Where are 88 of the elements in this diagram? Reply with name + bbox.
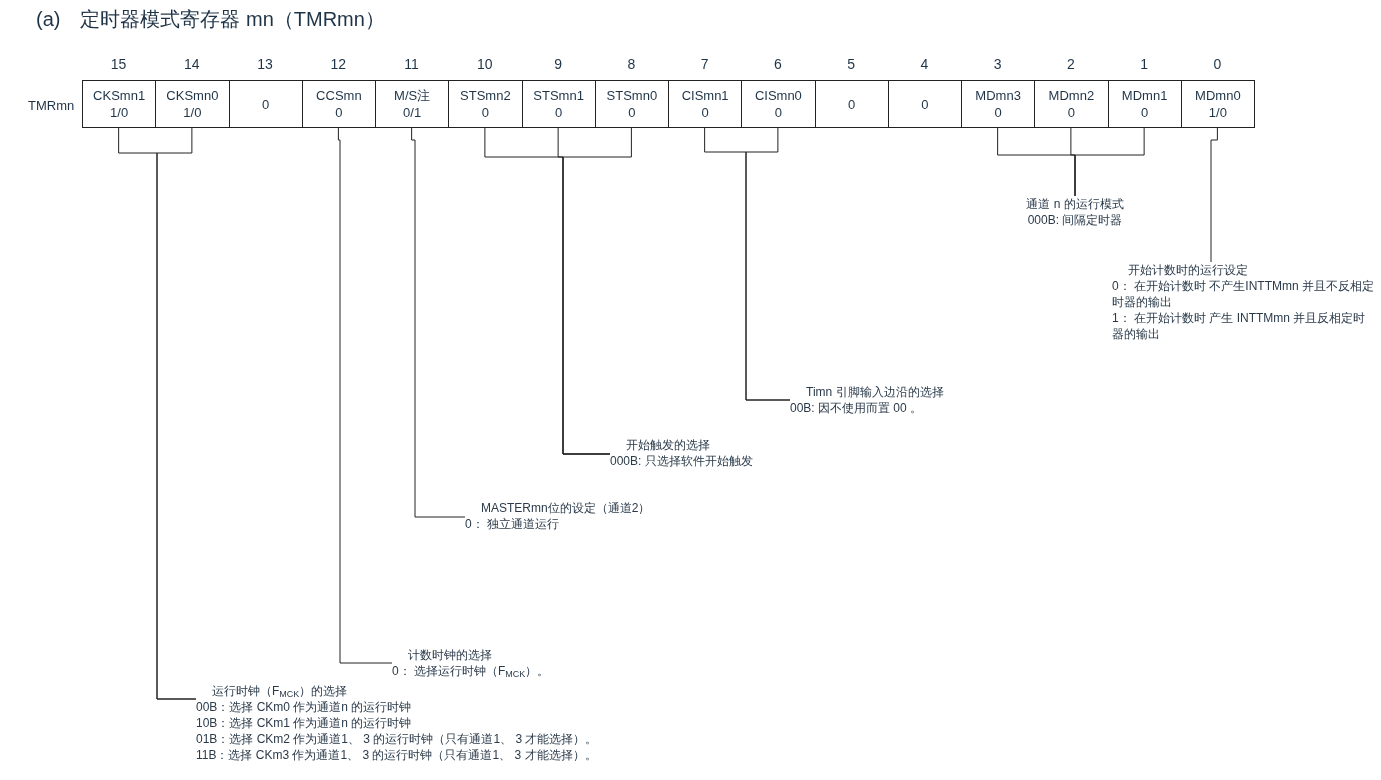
description-heading: 开始计数时的运行设定 xyxy=(1127,262,1248,278)
field-value: 0/1 xyxy=(403,104,422,121)
bit-number: 11 xyxy=(403,55,420,74)
bit-field-cell xyxy=(228,80,303,128)
description-heading: Timn 引脚输入边沿的选择 xyxy=(805,384,944,400)
bit-number: 0 xyxy=(1212,55,1223,74)
bit-field-cell xyxy=(961,80,1036,128)
bit-number: 6 xyxy=(772,55,783,74)
bit-number: 7 xyxy=(699,55,710,74)
bit-number: 3 xyxy=(992,55,1003,74)
bit-field-cell xyxy=(887,80,962,128)
bit-number: 8 xyxy=(626,55,637,74)
leader-line xyxy=(411,127,466,518)
field-name: STSmn1 xyxy=(533,87,584,104)
field-name: CKSmn1 xyxy=(93,87,146,104)
field-name: CISmn1 xyxy=(681,87,729,104)
description-text: 1： 在开始计数时 产生 INTTMmn 并且反相定时器的输出 xyxy=(1112,310,1367,342)
field-value: 0 xyxy=(555,104,563,121)
description-text: 01B：选择 CKm2 作为通道1、 3 的运行时钟（只有通道1、 3 才能选择）。 xyxy=(196,731,598,747)
field-value: 0 xyxy=(262,95,270,113)
bit-number: 14 xyxy=(183,55,201,74)
bit-field-cell xyxy=(375,80,450,128)
field-value: 0 xyxy=(701,104,709,121)
field-value: 0 xyxy=(994,104,1002,121)
field-value: 0 xyxy=(481,104,489,121)
register-name: TMRmn xyxy=(28,97,75,115)
field-value: 0 xyxy=(774,104,782,121)
leader-line xyxy=(745,127,791,401)
bit-field-cell xyxy=(82,80,157,128)
field-name: STSmn0 xyxy=(606,87,658,104)
leader-line xyxy=(1210,127,1218,263)
field-value: 0 xyxy=(848,95,856,113)
bit-number: 5 xyxy=(846,55,856,74)
field-name: MDmn3 xyxy=(975,87,1021,104)
field-name: CCSmn xyxy=(316,87,362,104)
bit-field-cell xyxy=(1180,80,1255,128)
field-value: 1/0 xyxy=(110,104,129,121)
description-text: 00B: 因不使用而置 00 。 xyxy=(790,400,923,416)
description-text: 11B：选择 CKm3 作为通道1、 3 的运行时钟（只有通道1、 3 才能选择）。 xyxy=(196,747,597,763)
description-text: 10B：选择 CKm1 作为通道n 的运行时钟 xyxy=(196,715,412,731)
bit-number: 15 xyxy=(109,55,128,74)
description-text: 000B: 只选择软件开始触发 xyxy=(610,453,753,469)
description-heading: 开始触发的选择 xyxy=(625,437,710,453)
description-heading: MASTERmn位的设定（通道2） xyxy=(480,500,651,516)
bit-field-cell xyxy=(594,80,669,128)
field-value: 0 xyxy=(1067,104,1075,121)
leader-line xyxy=(1074,127,1145,197)
description-text: 0： 独立通道运行 xyxy=(465,516,559,532)
leader-line xyxy=(156,127,197,700)
field-name: CKSmn0 xyxy=(166,87,219,104)
field-value: 0 xyxy=(335,104,343,121)
description-text: 00B：选择 CKm0 作为通道n 的运行时钟 xyxy=(196,699,412,715)
bit-number: 13 xyxy=(256,55,274,74)
bit-field-cell xyxy=(155,80,230,128)
description-heading: 运行时钟（F$_{MCK}$）的选择 xyxy=(211,683,348,699)
description-heading: 通道 n 的运行模式 xyxy=(1026,196,1124,212)
diagram-title: (a) 定时器模式寄存器 mn（TMRmn） xyxy=(36,7,385,32)
field-value: 1/0 xyxy=(1208,104,1227,121)
bit-field-cell xyxy=(1034,80,1109,128)
bit-field-cell xyxy=(521,80,596,128)
field-value: 1/0 xyxy=(183,104,202,121)
leader-line xyxy=(562,127,632,455)
field-name: CISmn0 xyxy=(754,87,802,104)
bit-field-cell xyxy=(448,80,523,128)
bit-field-cell xyxy=(1107,80,1182,128)
bit-number: 4 xyxy=(919,55,930,74)
description-heading: 计数时钟的选择 xyxy=(407,647,492,663)
field-value: 0 xyxy=(1141,104,1149,121)
bit-number: 9 xyxy=(553,55,563,74)
field-name: M/S注 xyxy=(394,87,431,104)
field-value: 0 xyxy=(921,95,929,113)
field-value: 0 xyxy=(628,104,636,121)
bit-field-cell xyxy=(301,80,376,128)
leader-line xyxy=(337,127,393,664)
field-name: MDmn0 xyxy=(1195,87,1241,104)
bit-field-cell xyxy=(814,80,889,128)
bit-number: 1 xyxy=(1139,55,1149,74)
bit-field-cell xyxy=(741,80,816,128)
bit-number: 2 xyxy=(1065,55,1076,74)
bit-field-cell xyxy=(668,80,743,128)
bit-number: 12 xyxy=(329,55,348,74)
field-name: MDmn2 xyxy=(1048,87,1095,104)
description-text: 000B: 间隔定时器 xyxy=(1027,212,1123,228)
description-text: 0： 在开始计数时 不产生INTTMmn 并且不反相定时器的输出 xyxy=(1112,278,1374,310)
bit-number: 10 xyxy=(476,55,494,74)
description-text: 0： 选择运行时钟（F$_{MCK}$）。 xyxy=(392,663,550,679)
field-name: STSmn2 xyxy=(460,87,511,104)
field-name: MDmn1 xyxy=(1121,87,1168,104)
